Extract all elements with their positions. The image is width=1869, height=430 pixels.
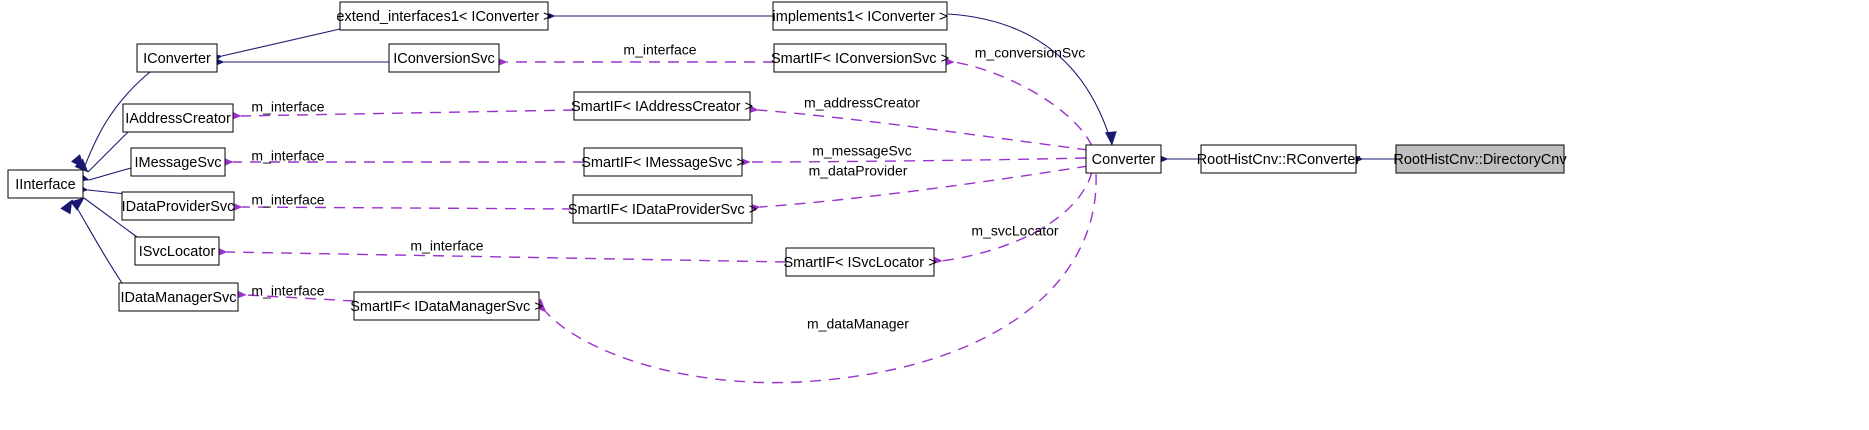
- class-node[interactable]: IInterface: [7, 169, 84, 199]
- inheritance-arrowhead-icon: [74, 158, 89, 173]
- class-node[interactable]: IAddressCreator: [122, 103, 234, 133]
- usage-edge: [749, 157, 1087, 163]
- inheritance-edge: [87, 131, 129, 173]
- class-node-box[interactable]: [118, 282, 239, 312]
- class-node-box[interactable]: [121, 191, 235, 221]
- class-node-box[interactable]: [785, 247, 935, 277]
- class-node[interactable]: RootHistCnv::RConverter: [1197, 144, 1361, 174]
- class-node[interactable]: IDataProviderSvc: [121, 191, 235, 221]
- edge-label: m_interface: [410, 238, 483, 254]
- usage-edge: [757, 109, 1089, 151]
- class-node[interactable]: SmartIF< IDataProviderSvc >: [568, 194, 757, 224]
- class-node-box[interactable]: [7, 169, 84, 199]
- class-node-label: IDataManagerSvc: [120, 290, 236, 306]
- class-nodes-layer: IInterface IConverterIAddressCreatorIMess…: [7, 1, 1567, 321]
- class-node[interactable]: SmartIF< IMessageSvc >: [581, 147, 745, 177]
- class-node[interactable]: SmartIF< ISvcLocator >: [783, 247, 937, 277]
- inheritance-edge: [83, 197, 138, 238]
- class-node[interactable]: IMessageSvc: [130, 147, 226, 177]
- edge-label: m_dataProvider: [809, 163, 908, 179]
- class-node-box-current[interactable]: [1395, 144, 1565, 174]
- class-node[interactable]: IConversionSvc: [388, 43, 500, 73]
- class-node-label: IAddressCreator: [125, 111, 231, 127]
- edge-label: m_interface: [251, 148, 324, 164]
- class-node-box[interactable]: [572, 194, 753, 224]
- usage-edge: [241, 206, 574, 210]
- class-node[interactable]: RootHistCnv::DirectoryCnv: [1393, 144, 1567, 174]
- class-node[interactable]: IConverter: [136, 43, 218, 73]
- class-node-label: IMessageSvc: [134, 155, 221, 171]
- edge-label: m_svcLocator: [971, 223, 1058, 239]
- class-node-label: RootHistCnv::DirectoryCnv: [1393, 152, 1567, 168]
- usage-edges-layer: [226, 61, 1097, 384]
- edge-label: m_interface: [251, 283, 324, 299]
- class-node-label: SmartIF< IMessageSvc >: [581, 155, 745, 171]
- class-node-label: extend_interfaces1< IConverter >: [336, 9, 551, 25]
- edge-label: m_messageSvc: [812, 143, 912, 159]
- class-node-label: IConverter: [143, 51, 211, 67]
- class-node-label: Converter: [1092, 152, 1156, 168]
- class-node-box[interactable]: [134, 236, 220, 266]
- class-node-label: IConversionSvc: [393, 51, 495, 67]
- inheritance-arrowhead-icon: [69, 197, 85, 211]
- class-node-label: SmartIF< IDataManagerSvc >: [350, 299, 543, 315]
- class-node-label: ISvcLocator: [139, 244, 216, 260]
- edge-label: m_interface: [251, 99, 324, 115]
- class-node-label: SmartIF< IAddressCreator >: [571, 99, 753, 115]
- class-node-box[interactable]: [772, 1, 948, 31]
- inheritance-arrowhead-icon: [1104, 131, 1117, 146]
- class-node-label: IDataProviderSvc: [122, 199, 235, 215]
- class-node-label: RootHistCnv::RConverter: [1197, 152, 1361, 168]
- class-node-label: SmartIF< ISvcLocator >: [783, 255, 936, 271]
- class-node[interactable]: IDataManagerSvc: [118, 282, 239, 312]
- class-node-label: implements1< IConverter >: [773, 9, 948, 25]
- class-node-label: IInterface: [15, 177, 75, 193]
- edge-label: m_conversionSvc: [975, 45, 1086, 61]
- usage-edge: [953, 61, 1093, 147]
- class-node-box[interactable]: [388, 43, 500, 73]
- class-node-box[interactable]: [353, 291, 540, 321]
- inheritance-edges-layer: [71, 13, 1396, 284]
- class-node-box[interactable]: [773, 43, 947, 73]
- class-node[interactable]: SmartIF< IAddressCreator >: [571, 91, 753, 121]
- class-node-box[interactable]: [136, 43, 218, 73]
- inheritance-edge: [87, 189, 127, 195]
- class-node[interactable]: SmartIF< IConversionSvc >: [771, 43, 949, 73]
- class-node-box[interactable]: [583, 147, 743, 177]
- class-node-box[interactable]: [573, 91, 751, 121]
- class-node[interactable]: ISvcLocator: [134, 236, 220, 266]
- edge-labels-layer: m_interface m_interface m_interface m_inter…: [251, 42, 1085, 332]
- class-node[interactable]: Converter: [1085, 144, 1162, 174]
- edge-label: m_addressCreator: [804, 95, 920, 111]
- class-node-box[interactable]: [1200, 144, 1357, 174]
- usage-edge: [941, 171, 1093, 262]
- usage-edge: [759, 165, 1089, 208]
- class-node-box[interactable]: [130, 147, 226, 177]
- inheritance-edge: [83, 71, 151, 169]
- usage-edge: [226, 251, 787, 263]
- class-node[interactable]: extend_interfaces1< IConverter >: [336, 1, 552, 31]
- edge-label: m_interface: [251, 192, 324, 208]
- class-node-label: SmartIF< IDataProviderSvc >: [568, 202, 757, 218]
- edge-label: m_interface: [623, 42, 696, 58]
- class-node-box[interactable]: [1085, 144, 1162, 174]
- edge-label: m_dataManager: [807, 316, 909, 332]
- class-node[interactable]: SmartIF< IDataManagerSvc >: [350, 291, 543, 321]
- class-node-box[interactable]: [339, 1, 549, 31]
- inheritance-edge: [88, 167, 132, 181]
- inheritance-arrowhead-icon: [60, 199, 73, 215]
- class-node-box[interactable]: [122, 103, 234, 133]
- inheritance-edge: [71, 199, 123, 284]
- class-node[interactable]: implements1< IConverter >: [772, 1, 948, 31]
- class-node-label: SmartIF< IConversionSvc >: [771, 51, 949, 67]
- inheritance-edge: [221, 28, 341, 57]
- inheritance-edge: [947, 13, 1113, 146]
